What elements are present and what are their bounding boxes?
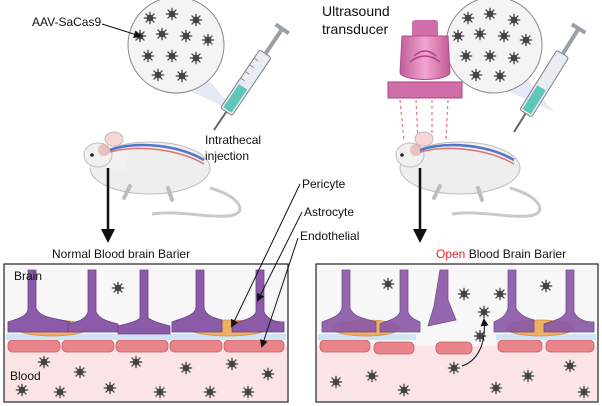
mouse-icon [83, 131, 242, 218]
open-bbb-panel: Open Blood Brain Barier [315, 247, 599, 403]
astrocytes-open [321, 269, 595, 333]
intrathecal-label-line2: injection [205, 149, 249, 163]
crossing-arrow [461, 318, 489, 367]
ultrasound-transducer-icon [387, 20, 463, 141]
endothelial-label: Endothelial [300, 229, 359, 243]
syringe-icon [513, 22, 587, 133]
down-arrow-icon [413, 168, 427, 243]
ultrasound-label-line1: Ultrasound [322, 3, 390, 19]
intrathecal-label-line1: Intrathecal [205, 133, 261, 147]
pericyte-label: Pericyte [302, 177, 346, 191]
blood-label-left: Blood [10, 369, 41, 383]
astrocyte-label: Astrocyte [304, 205, 354, 219]
mouse-icon [395, 131, 542, 218]
endothelial-cells [7, 339, 285, 353]
open-bbb-title: Open Blood Brain Barier [436, 247, 566, 261]
syringe-icon [213, 22, 290, 131]
right-top-scene: Ultrasound transducer [322, 0, 587, 243]
normal-bbb-panel: Brain Blood Normal Blood brain Barier [3, 247, 289, 403]
ultrasound-label-line2: transducer [322, 21, 388, 37]
cell-type-callouts: Pericyte Astrocyte Endothelial [230, 177, 359, 348]
brain-label-left: Brain [14, 269, 42, 283]
left-top-scene: AAV-SaCas9 Intrathecal injection [32, 0, 290, 243]
endothelial-cells-open [319, 339, 595, 355]
aav-label: AAV-SaCas9 [32, 15, 101, 29]
normal-bbb-title: Normal Blood brain Barier [52, 247, 190, 261]
down-arrow-icon [101, 168, 115, 243]
